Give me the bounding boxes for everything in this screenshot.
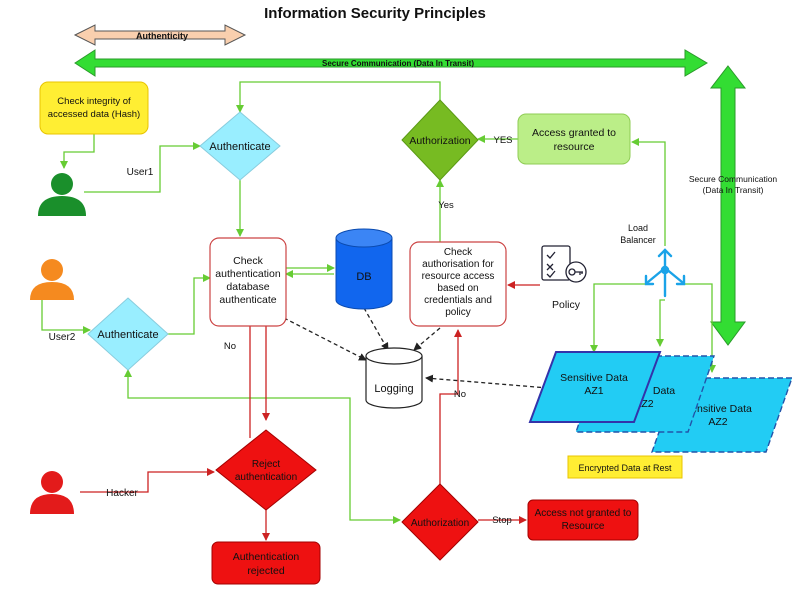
- authentication-rejected-box: Authentication rejected: [211, 541, 321, 585]
- integrity-note: Check integrity of accessed data (Hash): [39, 81, 149, 135]
- edge-lb-to-az1: [590, 283, 646, 353]
- check-authorisation-line-3: resource access: [422, 271, 495, 282]
- reject-line-2: authentication: [235, 472, 297, 483]
- db-cylinder: DB: [335, 228, 393, 310]
- sensitive-az1-line-2: AZ1: [584, 385, 603, 397]
- check-authorisation-line-6: policy: [445, 307, 471, 318]
- secure-communication-vertical-label-1: Secure Communication: [689, 174, 778, 184]
- edge-label-stop: Stop: [492, 515, 512, 526]
- edge-lb-to-az2: [656, 299, 665, 347]
- edge-db-to-logging: [363, 307, 389, 351]
- authenticate-top-diamond: Authenticate: [199, 111, 281, 181]
- db-label: DB: [356, 271, 371, 283]
- secure-communication-horizontal-arrow: Secure Communication (Data In Transit): [74, 49, 708, 77]
- secure-communication-vertical-label-2: (Data In Transit): [703, 185, 764, 195]
- access-not-granted-box: Access not granted to Resource: [527, 499, 639, 541]
- policy-label: Policy: [552, 299, 581, 311]
- edge-authorization-bottom-up: [439, 329, 462, 484]
- sensitive-data-az1: Sensitive Data AZ1: [528, 351, 662, 423]
- access-not-granted-line-1: Access not granted to: [535, 508, 632, 519]
- edge-label-yes-upper: YES: [493, 135, 512, 146]
- edge-user1-to-authenticate: [84, 142, 201, 193]
- check-authorisation-box: Check authorisation for resource access …: [409, 241, 507, 327]
- logging-cylinder: Logging: [365, 347, 423, 409]
- auth-rejected-line-2: rejected: [247, 565, 285, 577]
- access-granted-box: Access granted to resource: [517, 113, 631, 165]
- authenticity-label: Authenticity: [136, 31, 188, 41]
- check-authorisation-line-1: Check: [444, 247, 473, 258]
- user1-label: User1: [127, 167, 154, 178]
- check-db-line-4: authenticate: [219, 294, 276, 306]
- integrity-note-line-2: accessed data (Hash): [48, 109, 140, 120]
- load-balancer-label-1: Load: [628, 223, 648, 233]
- edge-lb-to-access-granted: [631, 138, 666, 246]
- hacker-label: Hacker: [106, 488, 138, 499]
- check-db-line-1: Check: [233, 255, 264, 267]
- check-db-line-2: authentication: [215, 268, 281, 280]
- policy-icon: [541, 245, 587, 283]
- authenticity-arrow: Authenticity: [73, 24, 247, 46]
- reject-line-1: Reject: [252, 459, 281, 470]
- encrypted-data-label: Encrypted Data at Rest: [578, 463, 672, 473]
- secure-communication-vertical-arrow: Secure Communication (Data In Transit): [689, 65, 778, 346]
- edge-authenticate-left-loop: [124, 369, 401, 524]
- authorization-top-diamond: Authorization: [401, 99, 479, 181]
- reject-authentication-diamond: Reject authentication: [215, 429, 317, 511]
- user2-person-icon: [30, 259, 74, 300]
- secure-communication-horizontal-label: Secure Communication (Data In Transit): [322, 59, 474, 68]
- edge-label-no-left: No: [224, 341, 236, 352]
- edge-user2-to-authenticate-left: [41, 298, 91, 334]
- check-authorisation-line-4: based on: [437, 283, 478, 294]
- edge-check-db-to-logging: [283, 317, 367, 361]
- edge-label-no-right: No: [454, 389, 466, 400]
- load-balancer-icon: [644, 248, 686, 298]
- diagram-title: Information Security Principles: [264, 5, 486, 22]
- edge-hacker-to-reject: [80, 468, 215, 493]
- check-authorisation-line-5: credentials and: [424, 295, 492, 306]
- connectors: [41, 81, 716, 541]
- hacker-person-icon: [30, 471, 74, 514]
- sensitive-az2-mid-line-1: Data: [653, 385, 675, 397]
- authorization-bottom-label: Authorization: [411, 518, 469, 529]
- edge-note-to-user1: [60, 134, 95, 169]
- access-not-granted-line-2: Resource: [562, 521, 605, 532]
- load-balancer-label-2: Balancer: [620, 235, 656, 245]
- check-authorisation-line-2: authorisation for: [422, 259, 494, 270]
- edge-loop-to-authenticate-top: [236, 81, 441, 113]
- edge-label-yes-lower: Yes: [438, 200, 454, 211]
- authenticate-left-diamond: Authenticate: [87, 297, 169, 371]
- encrypted-data-note: Encrypted Data at Rest: [567, 455, 683, 479]
- check-authentication-db-box: Check authentication database authentica…: [209, 237, 287, 327]
- user2-label: User2: [49, 332, 76, 343]
- sensitive-az2-back-line-2: AZ2: [708, 416, 727, 428]
- edge-lb-to-az2-back: [684, 283, 716, 373]
- authenticate-left-label: Authenticate: [97, 329, 158, 341]
- edge-authenticate-left-to-check-db: [168, 274, 211, 335]
- sensitive-az2-back-line-1: Sensitive Data: [684, 403, 752, 415]
- sensitive-az1-line-1: Sensitive Data: [560, 372, 628, 384]
- authorization-top-label: Authorization: [409, 135, 470, 147]
- logging-label: Logging: [374, 383, 413, 395]
- authenticate-top-label: Authenticate: [209, 141, 270, 153]
- edge-check-authorisation-to-logging: [413, 327, 441, 351]
- auth-rejected-line-1: Authentication: [233, 551, 300, 563]
- user1-person-icon: [38, 173, 86, 216]
- access-granted-line-1: Access granted to: [532, 127, 616, 139]
- access-granted-line-2: resource: [554, 141, 595, 153]
- authorization-bottom-diamond: Authorization: [401, 483, 479, 561]
- integrity-note-line-1: Check integrity of: [57, 96, 131, 107]
- check-db-line-3: database: [226, 281, 269, 293]
- edge-data-to-logging: [425, 374, 549, 389]
